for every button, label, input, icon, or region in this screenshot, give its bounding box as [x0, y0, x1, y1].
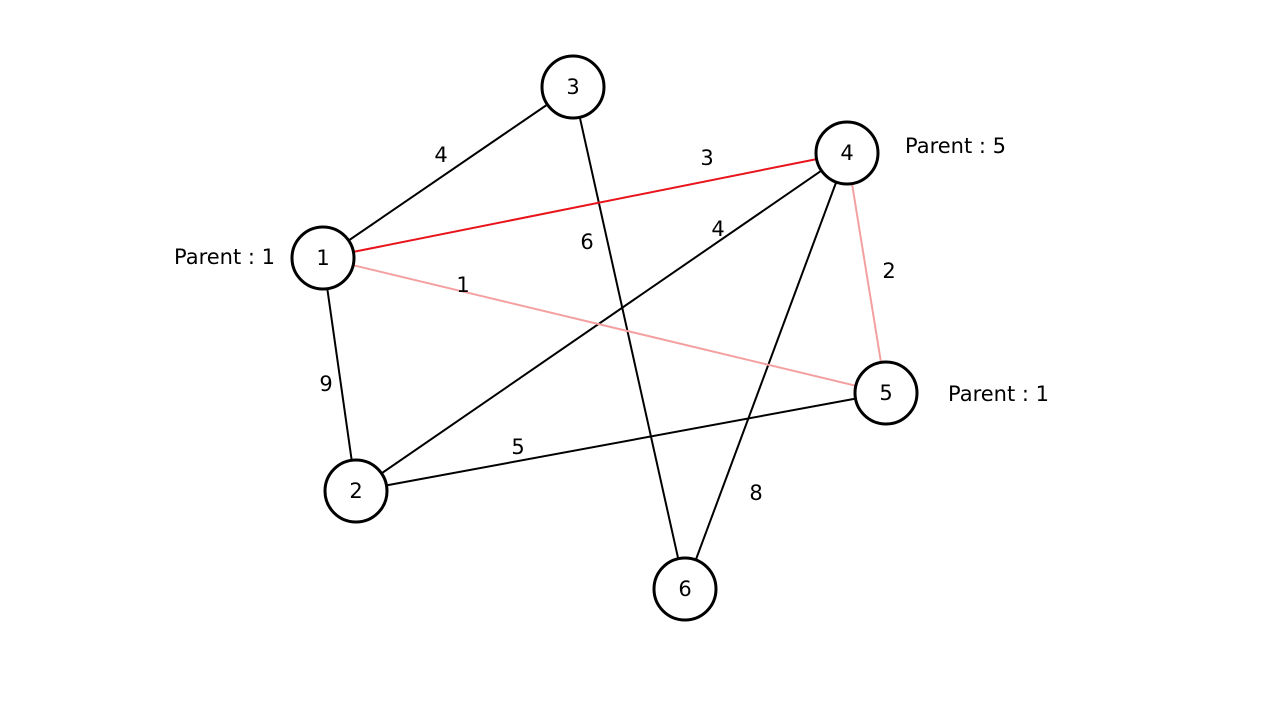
edge-weight-1-2: 9	[319, 372, 332, 396]
node-label-1: 1	[316, 246, 329, 270]
edge-1-3	[348, 103, 548, 242]
node-3: 3	[540, 54, 606, 120]
edge-4-5	[851, 183, 882, 363]
edge-1-2	[326, 288, 353, 461]
node-4: 4	[814, 120, 880, 186]
edge-weight-3-6: 6	[580, 230, 593, 254]
node-circle-2	[323, 458, 389, 524]
edge-1-4	[353, 158, 817, 253]
node-5: 5	[853, 360, 919, 426]
node-circle-6	[652, 556, 718, 622]
node-2: 2	[323, 458, 389, 524]
edge-1-5	[352, 264, 857, 387]
edge-labels-layer: 4 3 1 9 6 4 2 8 5	[319, 143, 895, 505]
edge-weight-2-5: 5	[511, 435, 524, 459]
nodes-layer: 1 2 3 4 5 6	[290, 54, 919, 622]
node-label-4: 4	[840, 141, 853, 165]
parent-labels-layer: Parent : 1 Parent : 5 Parent : 1	[174, 134, 1049, 406]
edge-weight-4-5: 2	[882, 259, 895, 283]
node-label-5: 5	[879, 381, 892, 405]
node-label-6: 6	[678, 577, 691, 601]
parent-label-node-4: Parent : 5	[905, 134, 1006, 158]
node-1: 1	[290, 225, 356, 291]
node-6: 6	[652, 556, 718, 622]
node-label-2: 2	[349, 479, 362, 503]
edge-weight-1-4: 3	[700, 146, 713, 170]
parent-label-node-5: Parent : 1	[948, 382, 1049, 406]
node-circle-4	[814, 120, 880, 186]
node-circle-5	[853, 360, 919, 426]
edge-weight-4-6: 8	[749, 481, 762, 505]
parent-label-node-1: Parent : 1	[174, 245, 275, 269]
node-circle-1	[290, 225, 356, 291]
edge-4-6	[694, 181, 838, 561]
edge-2-5	[386, 397, 856, 487]
edges-layer	[326, 103, 882, 561]
edge-weight-4-2: 4	[711, 217, 724, 241]
edge-4-2	[380, 169, 823, 475]
edge-weight-1-3: 4	[434, 143, 447, 167]
edge-weight-1-5: 1	[456, 273, 469, 297]
node-label-3: 3	[566, 75, 579, 99]
node-circle-3	[540, 54, 606, 120]
edge-3-6	[578, 117, 680, 559]
